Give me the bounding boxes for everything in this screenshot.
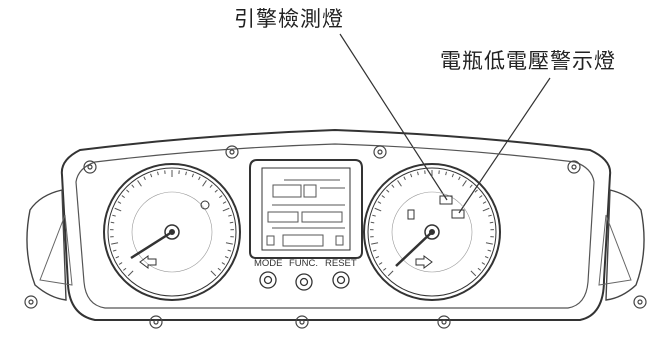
- gauge-tick: [374, 207, 382, 212]
- gauge-tick: [489, 221, 494, 224]
- gauge-tick: [485, 242, 493, 245]
- gauge-tick: [217, 267, 221, 271]
- gauge-tick: [219, 195, 223, 199]
- right-wing: [605, 189, 645, 301]
- gauge-tick: [370, 221, 375, 224]
- gauge-tick: [118, 262, 123, 265]
- right-wing-triangle: [598, 214, 632, 286]
- low-battery-voltage-warning-label: 電瓶低電壓警示燈: [440, 49, 616, 73]
- gauge-tick: [123, 267, 127, 271]
- gauge-tick: [225, 242, 233, 245]
- gauge-tick: [372, 214, 376, 217]
- engine-check-light-label: 引擎檢測燈: [234, 7, 344, 31]
- left-wing-triangle: [39, 214, 73, 286]
- gauge-tick: [477, 267, 481, 271]
- func-button[interactable]: [295, 273, 313, 291]
- gauge-tick: [185, 171, 187, 176]
- gauge-tick: [372, 249, 377, 252]
- speedometer: [103, 163, 241, 301]
- gauge-tick: [112, 249, 117, 252]
- gauge-tick: [474, 189, 478, 193]
- gauge-tick: [227, 249, 232, 252]
- gauge-tick: [381, 195, 385, 199]
- engine-check-icon: [439, 195, 453, 205]
- gauge-tick: [209, 184, 213, 188]
- gauge-tick: [445, 171, 447, 176]
- left-turn-indicator-icon: [139, 255, 157, 269]
- gauge-tick: [397, 180, 402, 187]
- gauge-tick: [150, 173, 153, 178]
- gauge-tick: [222, 201, 227, 204]
- gauge-tick: [410, 173, 413, 178]
- gauge-tick: [221, 262, 226, 265]
- gauge-tick: [403, 176, 406, 181]
- gauge-tick: [112, 214, 116, 217]
- gauge-tick: [391, 184, 395, 188]
- gauge-tick: [383, 267, 387, 271]
- center-lcd: [249, 159, 363, 259]
- gauge-tick: [375, 256, 380, 259]
- func-button-label: FUNC.: [289, 258, 318, 269]
- gauge-tick: [228, 214, 232, 217]
- gauge-tick: [417, 171, 419, 176]
- gauge-tick: [126, 189, 130, 193]
- battery-warning-icon: [451, 209, 465, 219]
- gauge-tick: [387, 270, 394, 277]
- gauge-tick: [157, 171, 159, 176]
- gauge-tick: [451, 173, 454, 178]
- reset-button-label: RESET: [325, 258, 357, 269]
- mode-button[interactable]: [259, 271, 277, 289]
- cluster-housing-inner: [75, 143, 595, 309]
- gauge-tick: [482, 207, 490, 212]
- gauge-tick: [462, 180, 467, 187]
- gauge-tick: [137, 180, 142, 187]
- gauge-tick: [487, 249, 492, 252]
- gauge-tick: [210, 270, 217, 277]
- gauge-tick: [127, 270, 134, 277]
- gauge-tick: [214, 189, 218, 193]
- gauge-tick: [110, 221, 115, 224]
- gauge-tick: [198, 176, 201, 181]
- gauge-tick: [191, 173, 194, 178]
- gauge-tick: [131, 184, 135, 188]
- gauge-tick: [484, 256, 489, 259]
- speedometer-needle: [130, 230, 173, 260]
- gauge-tick: [117, 201, 122, 204]
- gauge-tick: [143, 176, 146, 181]
- gauge-tick: [222, 207, 230, 212]
- reset-button[interactable]: [332, 271, 350, 289]
- mounting-screws: [24, 145, 647, 329]
- gauge-tick: [470, 270, 477, 277]
- gauge-tick: [458, 176, 461, 181]
- fuel-icon: [407, 209, 415, 220]
- gauge-tick: [229, 221, 234, 224]
- high-beam-icon: [200, 200, 210, 210]
- tachometer-needle: [395, 231, 433, 267]
- mode-button-label: MODE: [254, 258, 283, 269]
- left-wing: [26, 189, 67, 301]
- gauge-tick: [488, 214, 492, 217]
- gauge-tick: [378, 262, 383, 265]
- control-buttons: [259, 271, 350, 291]
- gauge-tick: [111, 242, 119, 245]
- gauge-tick: [371, 242, 379, 245]
- right-turn-indicator-icon: [415, 255, 433, 269]
- gauge-tick: [482, 201, 487, 204]
- battery-warning-leader-line: [458, 77, 551, 214]
- gauge-tick: [377, 201, 382, 204]
- gauge-tick: [114, 207, 122, 212]
- tachometer: [363, 163, 501, 301]
- gauge-tick: [115, 256, 120, 259]
- gauge-tick: [479, 195, 483, 199]
- engine-check-leader-line: [339, 33, 448, 201]
- gauge-tick: [386, 189, 390, 193]
- gauge-tick: [121, 195, 125, 199]
- gauge-tick: [202, 180, 207, 187]
- gauge-tick: [481, 262, 486, 265]
- gauge-tick: [469, 184, 473, 188]
- cluster-housing-outer: [60, 128, 612, 321]
- gauge-tick: [224, 256, 229, 259]
